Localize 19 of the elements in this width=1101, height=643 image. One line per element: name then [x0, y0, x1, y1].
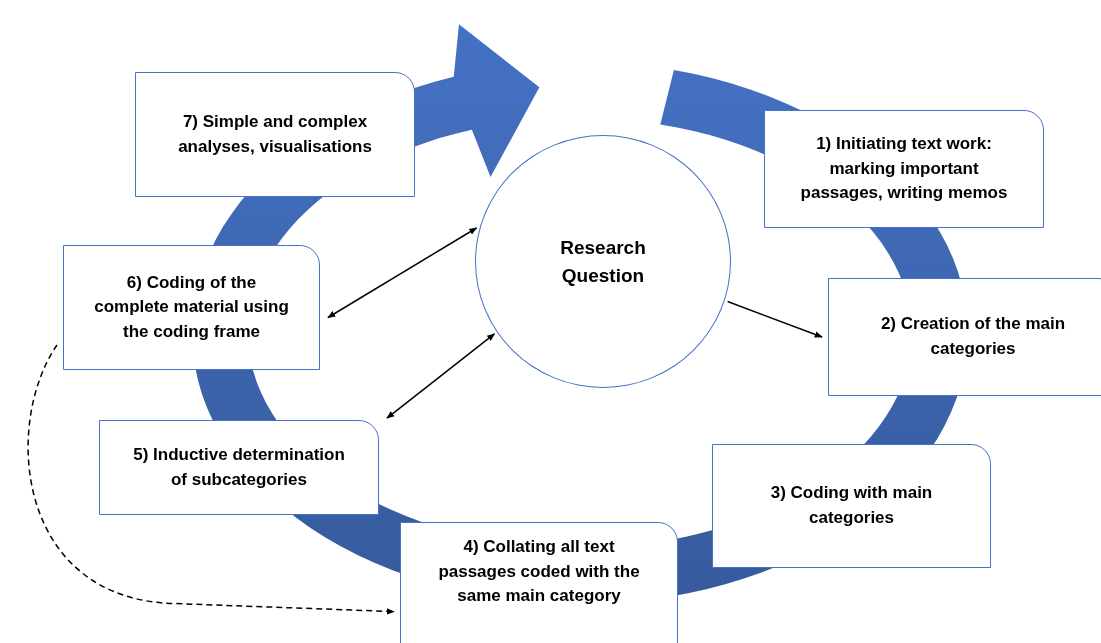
arrow — [27, 344, 395, 615]
arrow — [327, 227, 478, 319]
step-text: 5) Inductive determination of subcategories — [132, 443, 346, 491]
arrow — [386, 333, 496, 419]
step-text: 1) Initiating text work: marking important passages, writing memos — [799, 133, 1009, 205]
step-box — [135, 72, 415, 197]
arrow — [726, 300, 823, 338]
step-text: 6) Coding of the complete material using the coding frame — [93, 271, 290, 343]
step-text: 3) Coding with main categories — [769, 482, 934, 529]
step-box — [712, 444, 991, 568]
step-box — [99, 420, 379, 515]
step-box — [764, 110, 1044, 228]
step-text: 4) Collating all text passages coded with the same main category — [437, 536, 641, 608]
step-box — [63, 245, 320, 370]
step-box — [400, 522, 678, 643]
step-box — [828, 278, 1101, 396]
step-text: 7) Simple and complex analyses, visualisations — [177, 110, 373, 158]
step-text: Research Question — [559, 235, 647, 288]
step-text: 2) Creation of the main categories — [879, 313, 1067, 360]
